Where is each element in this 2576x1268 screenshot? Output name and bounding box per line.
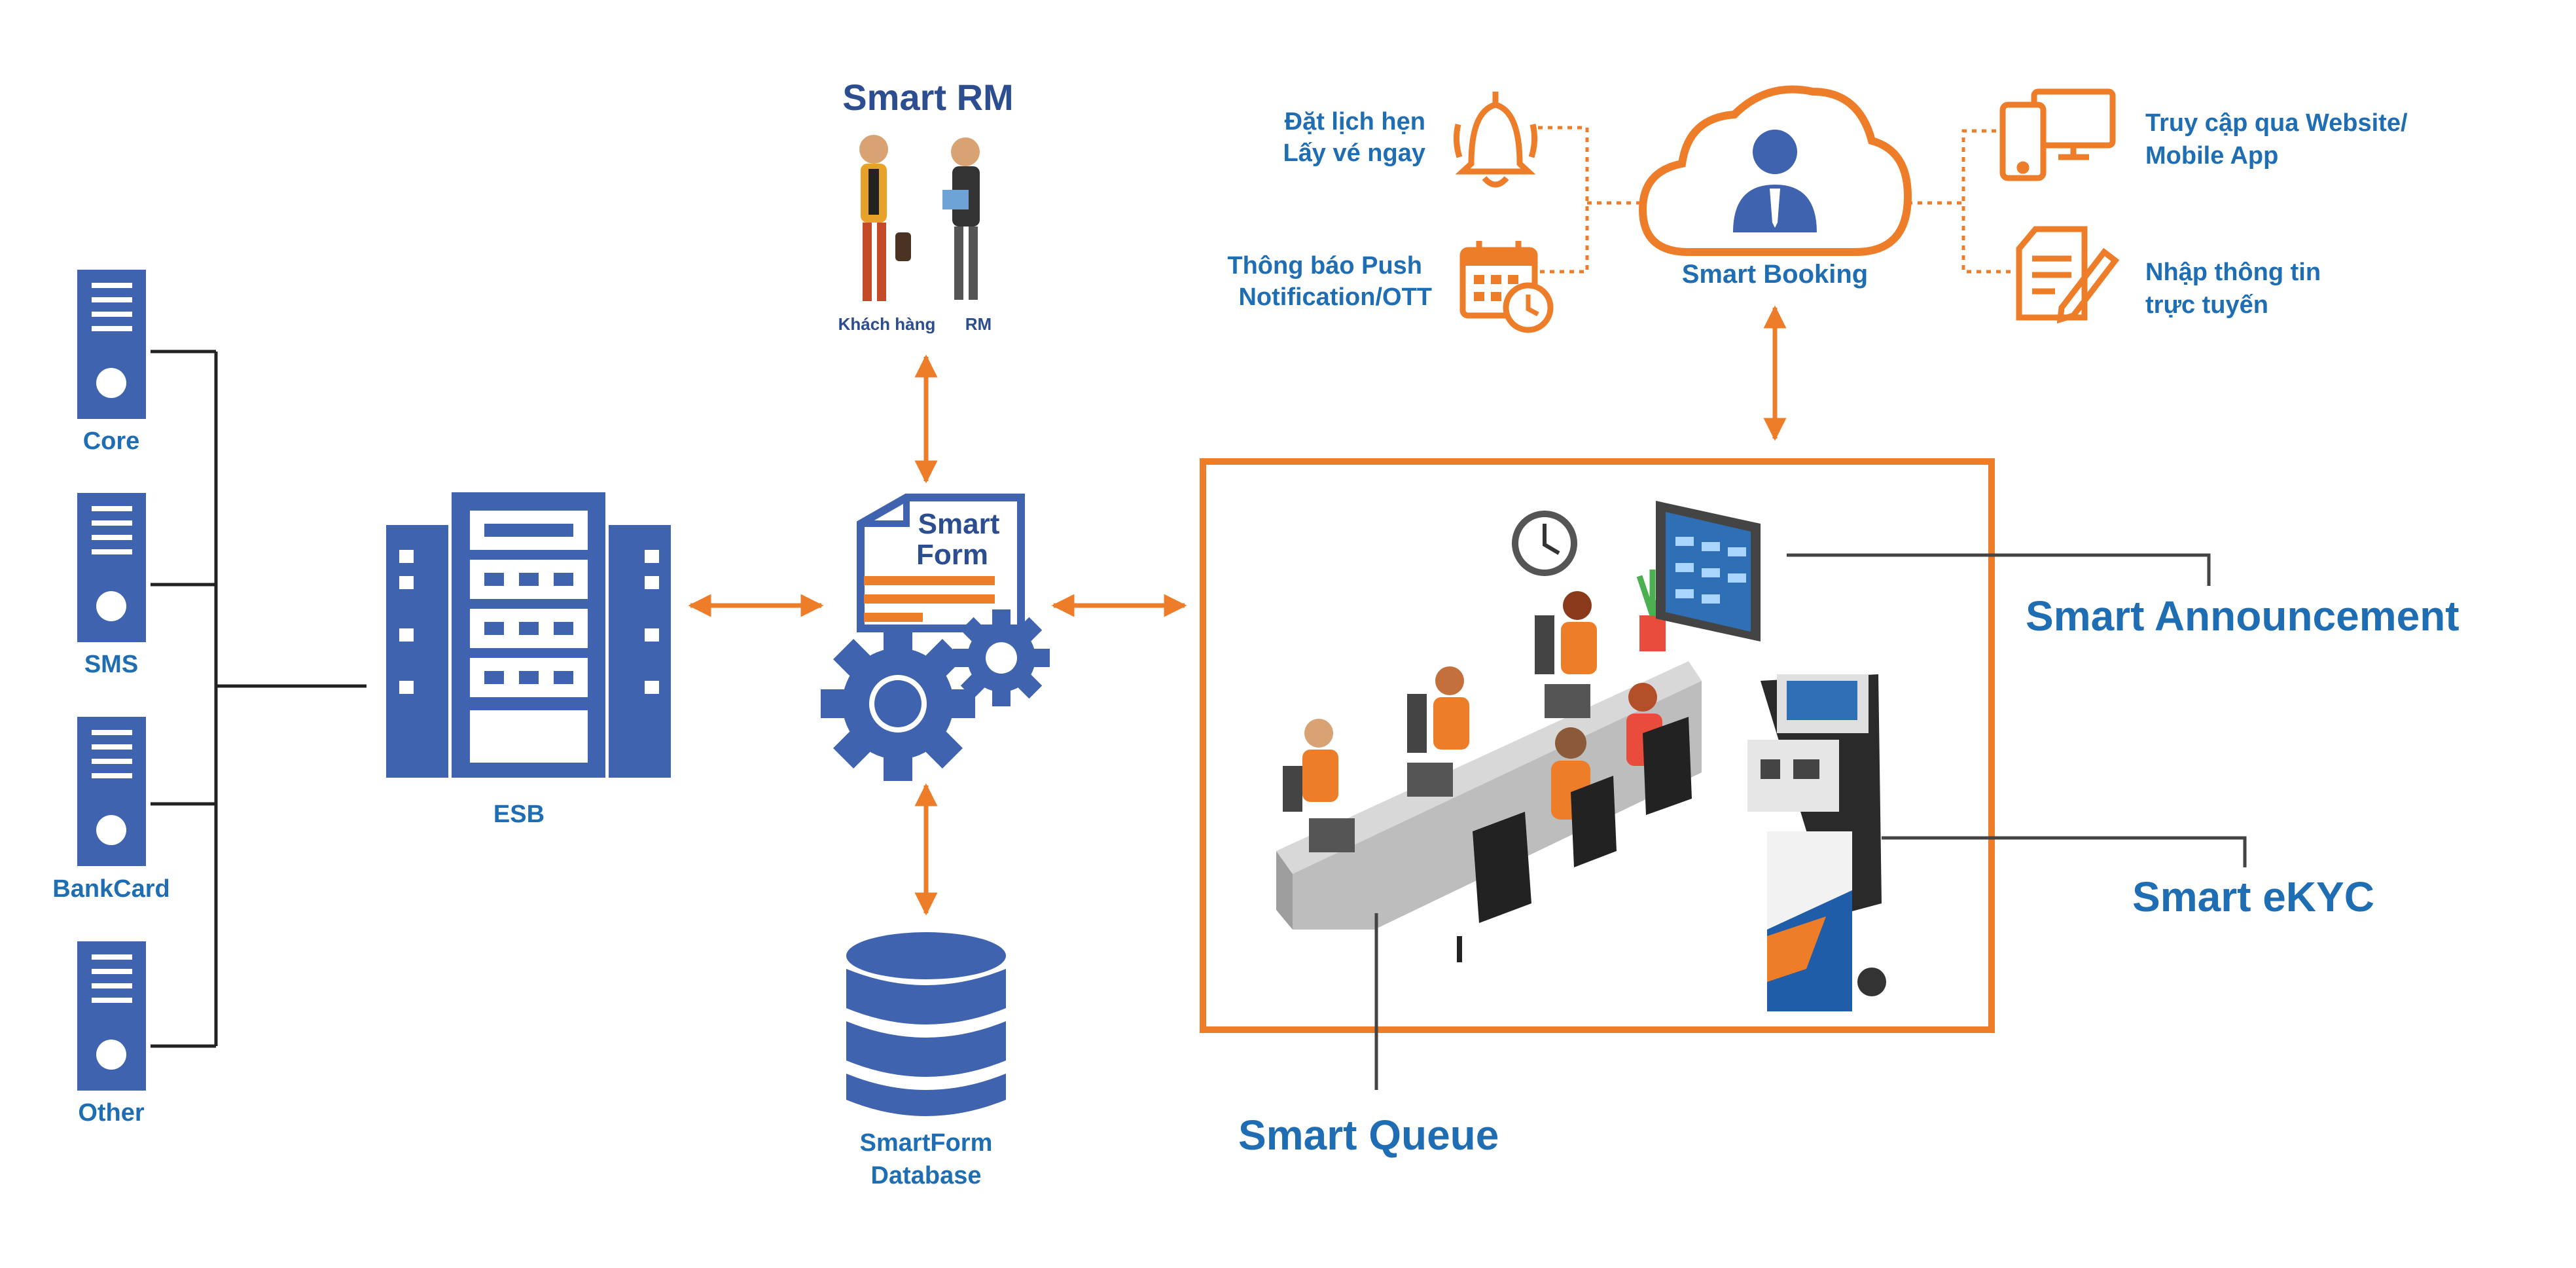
smart-rm-title: Smart RM xyxy=(842,77,1013,118)
smart-queue-node xyxy=(1200,458,1995,1033)
smart-announcement-label: Smart Announcement xyxy=(2026,592,2460,640)
booking-appointment-item: Đặt lịch hẹn Lấy vé ngay xyxy=(1283,92,1538,188)
smart-queue-label: Smart Queue xyxy=(1238,1112,1499,1159)
server-icon xyxy=(77,493,146,642)
server-bankcard: BankCard xyxy=(52,717,170,903)
notification-line1: Thông báo Push xyxy=(1227,252,1422,280)
database-icon xyxy=(846,932,1006,1116)
office-scene-icon xyxy=(1276,570,1702,962)
server-sms-label: SMS xyxy=(84,651,138,678)
server-icon xyxy=(77,941,146,1091)
kiosk-icon xyxy=(1747,674,1886,1011)
cloud-user-icon xyxy=(1638,85,1912,256)
document-pen-icon xyxy=(2016,226,2120,324)
server-bus-connector xyxy=(151,350,367,1048)
form-gear-icon xyxy=(821,494,1050,781)
smart-form-line1: Smart xyxy=(918,508,1000,540)
online-input-line2: trực tuyến xyxy=(2145,291,2268,319)
booking-website-item: Truy cập qua Website/ Mobile App xyxy=(1999,88,2408,181)
smart-form-node: Smart Form xyxy=(821,494,1050,781)
server-sms: SMS xyxy=(77,493,146,678)
booking-online-input-item: Nhập thông tin trực tuyến xyxy=(2016,226,2321,324)
booking-notification-item: Thông báo Push Notification/OTT xyxy=(1227,241,1554,333)
server-bankcard-label: BankCard xyxy=(52,875,170,903)
website-line1: Truy cập qua Website/ xyxy=(2145,109,2408,137)
database-line1: SmartForm xyxy=(860,1129,993,1157)
bell-icon xyxy=(1453,92,1538,188)
server-other: Other xyxy=(77,941,146,1127)
calendar-clock-icon xyxy=(1459,241,1554,333)
customer-label: Khách hàng xyxy=(838,314,936,334)
display-board-icon xyxy=(1656,501,1761,642)
appointment-line1: Đặt lịch hẹn xyxy=(1285,108,1425,136)
server-core: Core xyxy=(77,270,146,455)
smartform-database-node: SmartForm Database xyxy=(846,932,1006,1189)
appointment-line2: Lấy vé ngay xyxy=(1283,139,1425,167)
esb-rack-icon xyxy=(386,492,671,778)
rm-label: RM xyxy=(965,314,992,334)
people-icon xyxy=(859,135,980,301)
booking-connectors xyxy=(1538,126,2016,274)
website-line2: Mobile App xyxy=(2145,142,2278,170)
smart-ekyc-label: Smart eKYC xyxy=(2132,873,2374,920)
database-line2: Database xyxy=(871,1162,982,1189)
server-core-label: Core xyxy=(83,427,140,455)
server-icon xyxy=(77,270,146,419)
smart-booking-title: Smart Booking xyxy=(1682,260,1868,289)
devices-icon xyxy=(1999,88,2116,181)
queue-callouts xyxy=(1374,553,2247,1090)
server-other-label: Other xyxy=(78,1099,145,1127)
smart-form-line2: Form xyxy=(916,539,988,571)
notification-line2: Notification/OTT xyxy=(1238,283,1432,311)
online-input-line1: Nhập thông tin xyxy=(2145,259,2321,286)
smart-booking-node: Smart Booking xyxy=(1638,85,1912,289)
esb-label: ESB xyxy=(493,801,545,828)
server-icon xyxy=(77,717,146,866)
smart-rm-node: Smart RM Khách hàng RM xyxy=(838,77,1014,334)
clock-icon xyxy=(1512,511,1577,576)
esb-node: ESB xyxy=(386,492,671,828)
